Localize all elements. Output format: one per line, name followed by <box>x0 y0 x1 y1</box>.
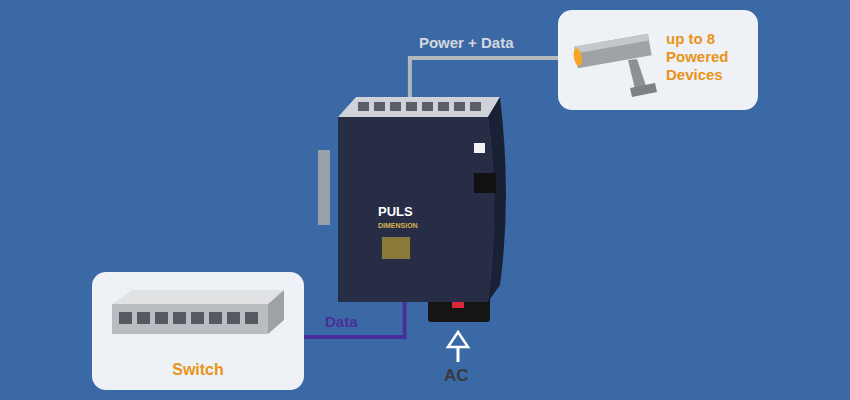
ac-arrow-shaft <box>457 347 460 362</box>
connector-label: Power + Data <box>416 34 517 51</box>
camera-icon <box>558 10 663 110</box>
din-clip <box>318 150 330 225</box>
power-supply-drawing <box>328 97 506 302</box>
connector-line <box>410 58 558 97</box>
device-count-text: up to 8 Powered Devices <box>666 30 748 84</box>
switch-drawing <box>92 282 298 362</box>
ac-arrow-head <box>448 332 468 347</box>
device-panel: up to 8 Powered Devices <box>558 10 758 110</box>
switch-panel: Switch <box>92 272 304 390</box>
series-text: DIMENSION <box>378 222 418 230</box>
supply-label: AC <box>444 366 469 386</box>
connector-line <box>304 302 405 337</box>
switch-text: Switch <box>92 360 304 379</box>
brand-text: PULS <box>378 205 413 219</box>
connector-label: Data <box>322 313 361 330</box>
poe-power-supply: PULS DIMENSION <box>328 97 506 302</box>
